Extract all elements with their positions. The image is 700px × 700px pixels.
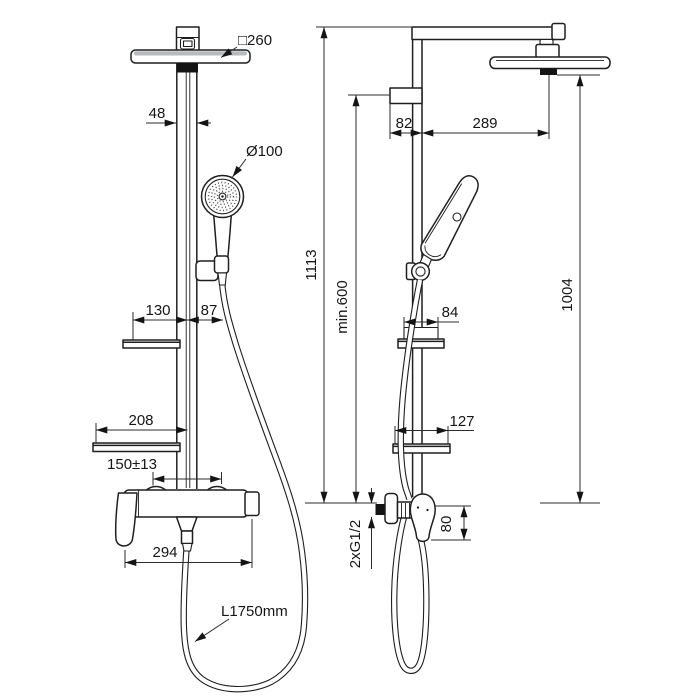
- dimension-annotations: □260 48 Ø100 130 87 208: [95, 26, 600, 642]
- arm-end-cap: [551, 22, 566, 41]
- dim-upper-shelf-offset: 130: [132, 302, 188, 340]
- dim-mixer-drop: 80: [431, 505, 471, 541]
- hand-shower-front: [200, 174, 245, 274]
- dim-label-hand-shower-offset: 87: [201, 302, 218, 319]
- mixer-lever-handle: [114, 492, 138, 547]
- dim-label-head-square: □260: [238, 32, 272, 49]
- dim-head-square: □260: [220, 32, 272, 58]
- dim-label-shelf-depth: 127: [449, 413, 474, 430]
- rain-shower-head-side: [489, 56, 611, 75]
- dim-head-above-inlet: 1004: [540, 74, 600, 504]
- hose-outlet: [175, 516, 198, 532]
- upper-shelf-side: [397, 326, 445, 349]
- dim-label-mixer-width: 294: [152, 544, 177, 561]
- dim-label-upper-shelf-offset: 130: [145, 302, 170, 319]
- mixer-valve-side: [375, 492, 436, 543]
- dim-label-head-reach: 289: [472, 115, 497, 132]
- dim-label-head-above-inlet: 1004: [559, 278, 576, 311]
- hand-shower-side: [420, 175, 479, 261]
- rain-head-nozzle: [177, 63, 198, 73]
- dim-column-width: 48: [146, 105, 211, 127]
- upper-shelf-front: [122, 339, 181, 349]
- dim-inlet-connection: 2xG1/2: [347, 488, 375, 569]
- shower-hose-front: [180, 281, 309, 693]
- dim-label-hand-shower-diameter: Ø100: [246, 143, 283, 160]
- dim-hand-shower-offset: 87: [187, 302, 223, 324]
- dim-head-reach: 289: [422, 115, 549, 137]
- mixer-end-cap: [244, 491, 260, 517]
- dim-holder-depth: 84: [403, 304, 459, 328]
- inlet-nipple: [375, 504, 386, 515]
- escutcheon: [384, 492, 399, 525]
- head-mount: [535, 43, 560, 59]
- dim-lower-shelf-width: 208: [95, 412, 188, 443]
- mixer-body-side: [409, 493, 436, 543]
- dim-label-lower-shelf-width: 208: [128, 412, 153, 429]
- dim-inlet-spacing: 150±13: [107, 456, 222, 486]
- dim-bracket-depth: 82: [389, 75, 550, 139]
- top-arm-side: [411, 22, 566, 59]
- dim-label-column-width: 48: [149, 105, 166, 122]
- mixer-valve-front: [114, 485, 260, 552]
- dim-label-min-mounting-height: min.600: [334, 280, 351, 333]
- front-view: [92, 26, 309, 693]
- dim-label-mixer-drop: 80: [438, 516, 455, 533]
- side-view: [375, 22, 611, 674]
- dim-min-mounting-height: min.600: [334, 94, 390, 503]
- dim-shelf-depth: 127: [394, 413, 475, 444]
- dim-mixer-width: 294: [124, 519, 253, 568]
- dim-label-bracket-depth: 82: [396, 115, 413, 132]
- hand-shower-hook: [452, 212, 462, 222]
- dim-label-hose-length: L1750mm: [221, 603, 288, 620]
- dim-label-inlet-spacing: 150±13: [107, 456, 157, 473]
- shower-column-front: [176, 63, 198, 489]
- mixer-body: [123, 489, 249, 518]
- rain-head-nozzle-side: [540, 68, 557, 75]
- hand-shower-holder-side: [405, 253, 433, 282]
- dim-label-overall-height: 1113: [303, 249, 320, 280]
- dim-label-inlet-connection: 2xG1/2: [347, 520, 364, 568]
- rain-head-fitting: [175, 26, 200, 52]
- wall-bracket: [389, 87, 423, 105]
- dim-label-holder-depth: 84: [442, 304, 459, 321]
- shower-hose-side: [390, 279, 430, 674]
- dim-overall-height: 1113: [303, 26, 412, 504]
- lower-shelf-front: [92, 442, 181, 453]
- hand-shower-hose-cone: [217, 272, 228, 286]
- rain-shower-head-front: [130, 49, 251, 73]
- dim-hose-length: L1750mm: [194, 603, 288, 642]
- dim-hand-shower-diameter: Ø100: [232, 143, 283, 178]
